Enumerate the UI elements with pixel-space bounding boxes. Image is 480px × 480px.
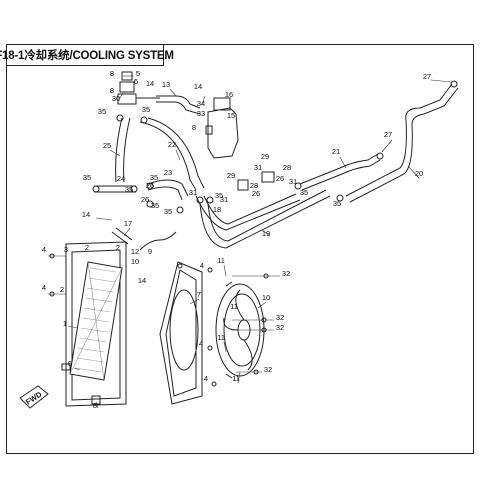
callout-11: 11 — [232, 374, 240, 383]
callout-31: 31 — [289, 177, 297, 186]
callout-19: 19 — [262, 229, 270, 238]
callout-11: 11 — [230, 302, 238, 311]
callout-9: 9 — [148, 247, 152, 256]
callout-15: 15 — [227, 111, 235, 120]
callout-35: 35 — [164, 207, 172, 216]
callout-8: 8 — [93, 401, 97, 410]
radiator-cap-cluster — [117, 71, 160, 105]
forward-direction-icon: FWD — [19, 385, 49, 409]
callout-6: 6 — [68, 359, 72, 368]
callout-8: 8 — [192, 123, 196, 132]
callout-2: 2 — [85, 243, 89, 252]
callout-31: 31 — [189, 188, 197, 197]
callout-27: 27 — [423, 72, 431, 81]
callout-20: 20 — [415, 169, 423, 178]
callout-22: 22 — [168, 140, 176, 149]
callout-12: 12 — [131, 247, 139, 256]
callout-26: 26 — [276, 174, 284, 183]
callout-4: 4 — [42, 283, 46, 292]
callout-8: 8 — [110, 69, 114, 78]
callout-1: 1 — [63, 319, 67, 328]
callout-7: 7 — [197, 290, 201, 299]
callout-3: 3 — [64, 245, 68, 254]
diagram-frame — [6, 44, 474, 454]
callout-18: 18 — [213, 205, 221, 214]
title-box: F18-1冷却系统/COOLING SYSTEM — [0, 44, 174, 66]
callout-35: 35 — [333, 199, 341, 208]
callout-33: 33 — [197, 109, 205, 118]
callout-32: 32 — [276, 313, 284, 322]
callout-26: 26 — [146, 181, 154, 190]
callout-13: 13 — [162, 80, 170, 89]
callout-11: 11 — [217, 256, 225, 265]
callout-31: 31 — [220, 195, 228, 204]
callout-35: 35 — [98, 107, 106, 116]
callout-10: 10 — [131, 257, 139, 266]
expansion-tank — [205, 97, 239, 159]
fan-shroud — [159, 261, 203, 405]
callout-35: 35 — [150, 173, 158, 182]
page-title: F18-1冷却系统/COOLING SYSTEM — [0, 49, 174, 62]
callout-26: 26 — [252, 189, 260, 198]
callout-35: 35 — [125, 185, 133, 194]
callout-10: 10 — [262, 293, 270, 302]
callout-25: 25 — [103, 141, 111, 150]
callout-32: 32 — [264, 365, 272, 374]
callout-4: 4 — [204, 374, 208, 383]
callout-21: 21 — [332, 147, 340, 156]
leader-lines — [48, 75, 453, 409]
coolant-hoses — [94, 83, 459, 251]
callout-26: 26 — [141, 195, 149, 204]
callout-2: 2 — [60, 285, 64, 294]
callout-14: 14 — [194, 82, 202, 91]
callout-28: 28 — [283, 163, 291, 172]
callout-32: 32 — [282, 269, 290, 278]
callout-30: 30 — [112, 94, 120, 103]
radiator — [61, 241, 127, 407]
callout-17: 17 — [124, 219, 132, 228]
callout-8: 8 — [110, 86, 114, 95]
callout-32: 32 — [276, 323, 284, 332]
callout-31: 31 — [254, 163, 262, 172]
callout-6: 6 — [134, 77, 138, 86]
callout-5: 5 — [136, 69, 140, 78]
callout-11: 11 — [217, 333, 225, 342]
callout-4: 4 — [200, 261, 204, 270]
callout-35: 35 — [300, 188, 308, 197]
callout-4: 4 — [42, 245, 46, 254]
callout-29: 29 — [261, 152, 269, 161]
callout-35: 35 — [142, 105, 150, 114]
callout-14: 14 — [82, 210, 90, 219]
hose-clamps — [92, 80, 458, 214]
callout-23: 23 — [164, 168, 172, 177]
radiator-core-mesh — [74, 267, 117, 373]
callout-27: 27 — [384, 130, 392, 139]
callout-28: 28 — [250, 181, 258, 190]
callout-2: 2 — [116, 243, 120, 252]
callout-4: 4 — [199, 339, 203, 348]
callout-34: 34 — [197, 99, 205, 108]
callout-14: 14 — [146, 79, 154, 88]
callout-14: 14 — [138, 276, 146, 285]
callout-35: 35 — [151, 201, 159, 210]
callout-16: 16 — [225, 90, 233, 99]
callout-35: 35 — [83, 173, 91, 182]
callout-29: 29 — [227, 171, 235, 180]
callout-35: 35 — [215, 191, 223, 200]
callout-24: 24 — [117, 174, 125, 183]
